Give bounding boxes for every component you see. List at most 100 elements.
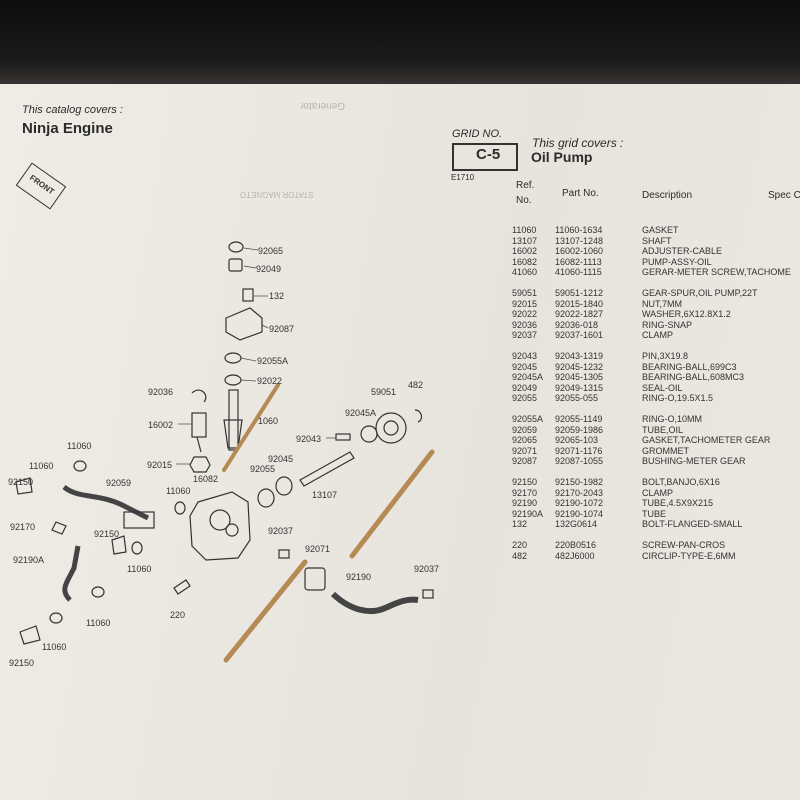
part-no-cell: 92150-1982 — [555, 477, 604, 487]
header-ref: Ref. — [516, 180, 535, 191]
callout-label: 92037 — [268, 526, 293, 536]
description-cell: TUBE,OIL — [642, 424, 684, 435]
toothpick — [222, 383, 280, 472]
toothpick — [349, 449, 435, 559]
nut-part — [189, 456, 211, 473]
callout-label: 92055A — [257, 356, 288, 366]
callout-label: 132 — [269, 291, 284, 301]
callout-label: 92170 — [10, 522, 35, 532]
description-cell: PUMP-ASSY-OIL — [642, 256, 712, 267]
description-cell: TUBE — [642, 508, 667, 519]
catalog-cover-label: This catalog covers : — [22, 104, 123, 116]
part-no-cell: 92170-2043 — [555, 487, 604, 498]
description-cell: TUBE,4.5X9X215 — [642, 498, 714, 509]
seal-part — [228, 258, 243, 272]
callout-label: 92045 — [268, 454, 293, 464]
ref-no-cell: 92071 — [512, 445, 538, 456]
oil-tube-b — [330, 591, 419, 615]
ref-no-cell: 16002 — [512, 246, 538, 257]
o-ring-part — [257, 488, 275, 508]
screw-part — [173, 579, 191, 595]
ref-no-cell: 92055 — [512, 393, 538, 404]
part-no-cell: 11060-1634 — [555, 225, 603, 235]
ref-no-cell: 41060 — [512, 267, 538, 278]
description-cell: WASHER,6X12.8X1.2 — [642, 309, 731, 320]
part-no-cell: 92065-103 — [555, 435, 599, 446]
ref-no-cell: 16082 — [512, 256, 538, 267]
header-description: Description — [642, 190, 693, 201]
ref-no-cell: 13107 — [512, 235, 538, 246]
part-no-cell: 92022-1827 — [555, 309, 604, 320]
callout-label: 11060 — [42, 642, 66, 652]
callout-label: 11060 — [29, 461, 53, 471]
description-cell: RING-SNAP — [642, 319, 693, 330]
figure-reference: E1710 — [451, 173, 475, 182]
callout-label: 92150 — [94, 529, 119, 539]
description-cell: CIRCLIP-TYPE-E,6MM — [642, 550, 736, 561]
callout-label: 220 — [170, 610, 185, 620]
callout-label: 92071 — [305, 544, 330, 554]
ref-no-cell: 92043 — [512, 351, 538, 361]
description-cell: BUSHING-METER GEAR — [642, 456, 746, 467]
pump-shaft — [299, 451, 355, 487]
snap-ring-part — [191, 389, 207, 403]
ref-no-cell: 92045A — [512, 372, 544, 383]
callout-label: 92059 — [106, 478, 131, 488]
ref-no-cell: 92059 — [512, 424, 538, 435]
part-no-cell: 59051-1212 — [555, 288, 604, 298]
bushing-part — [225, 307, 263, 341]
oil-pump-body — [189, 491, 251, 561]
description-cell: SEAL-OIL — [642, 382, 683, 393]
part-no-cell: 92055-1149 — [555, 414, 603, 424]
washer-part — [224, 374, 242, 386]
part-no-cell: 92037-1601 — [555, 330, 604, 341]
ref-no-cell: 92190 — [512, 498, 538, 509]
callout-label: 92049 — [256, 264, 281, 274]
banjo-bolt — [19, 625, 41, 645]
ref-no-cell: 92036 — [512, 319, 538, 330]
header-part-no: Part No. — [562, 188, 599, 199]
part-no-cell: 220B0516 — [555, 540, 597, 550]
description-cell: GASKET — [642, 225, 679, 235]
callout-label: 11060 — [127, 564, 151, 574]
cable-adjuster — [191, 412, 207, 438]
grid-covers-label: This grid covers : — [532, 136, 624, 150]
callout-label: 92043 — [296, 434, 321, 444]
ref-no-cell: 11060 — [512, 225, 537, 235]
banjo-bolt — [15, 477, 33, 495]
engine-title: Ninja Engine — [22, 120, 113, 137]
grid-number: C-5 — [476, 146, 501, 163]
callout-label: 92087 — [269, 324, 294, 334]
pin-part — [335, 433, 351, 441]
part-no-cell: 92049-1315 — [555, 382, 604, 393]
ref-no-cell: 92055A — [512, 414, 544, 424]
header-spec: Spec C — [768, 190, 800, 201]
callout-label: 11060 — [166, 486, 190, 496]
callout-label: 11060 — [67, 441, 91, 451]
part-no-cell: 92059-1986 — [555, 424, 604, 435]
part-no-cell: 13107-1248 — [555, 235, 604, 246]
gasket-part — [228, 241, 244, 253]
o-ring-part — [224, 352, 242, 364]
bearing-part — [275, 476, 293, 496]
description-cell: CLAMP — [642, 330, 674, 341]
description-cell: GROMMET — [642, 445, 689, 456]
description-cell: GEAR-SPUR,OIL PUMP,22T — [642, 288, 758, 298]
part-no-cell: 92087-1055 — [555, 456, 604, 467]
callout-label: 13107 — [312, 490, 337, 500]
ref-no-cell: 59051 — [512, 288, 538, 298]
part-no-cell: 16002-1060 — [555, 246, 604, 257]
description-cell: CLAMP — [642, 487, 674, 498]
callout-label: 92036 — [148, 387, 173, 397]
callout-label: 92190A — [13, 555, 44, 565]
background-dark-area — [0, 0, 800, 88]
ref-no-cell: 92045 — [512, 361, 538, 372]
bolt-part — [242, 288, 254, 302]
description-cell: GASKET,TACHOMETER GEAR — [642, 435, 771, 446]
grid-no-label: GRID NO. — [452, 128, 503, 140]
ref-no-cell: 92170 — [512, 487, 538, 498]
clamp-part — [51, 521, 67, 535]
catalog-page — [0, 84, 800, 800]
